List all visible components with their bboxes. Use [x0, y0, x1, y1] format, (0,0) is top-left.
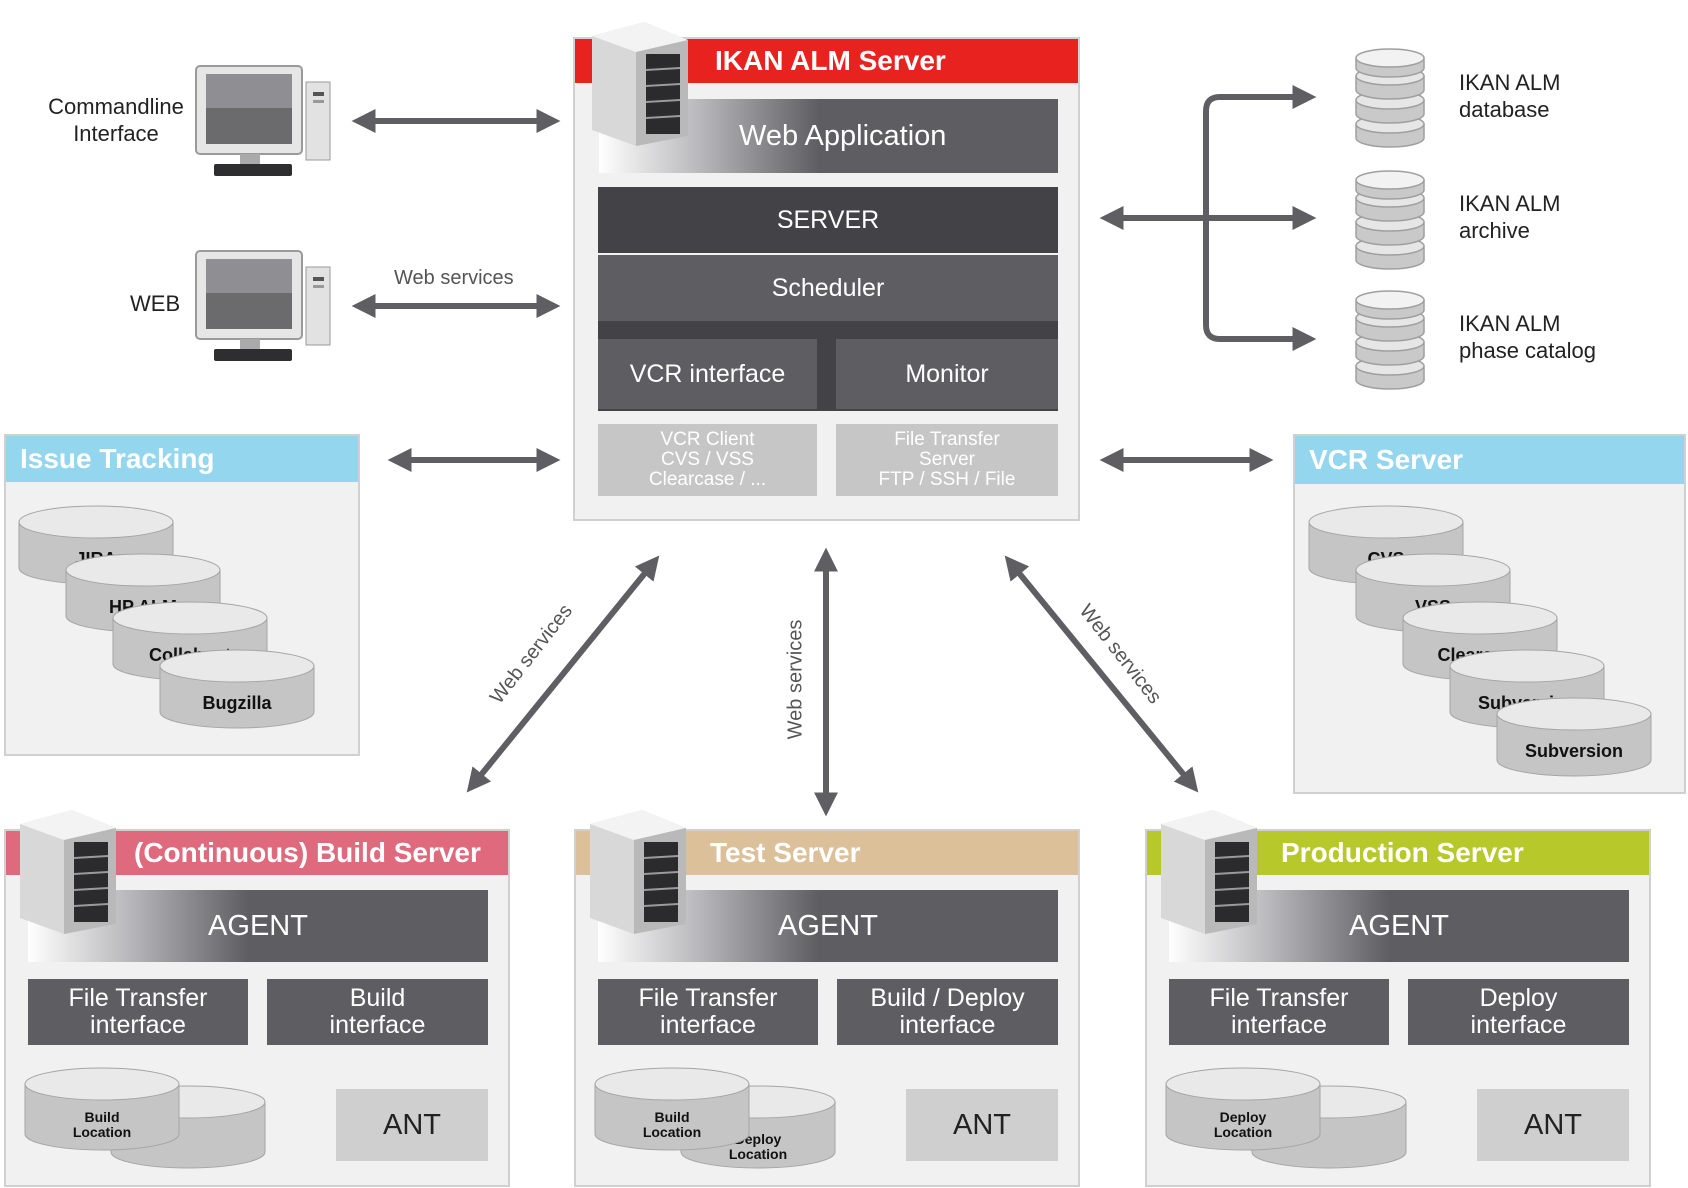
- vcr-interface-label: VCR interface: [629, 359, 786, 388]
- scheduler-label: Scheduler: [771, 273, 885, 302]
- web-services-label: Web services: [784, 619, 807, 740]
- vcr-item: Subversion: [1496, 697, 1652, 777]
- build-ant-block: ANT: [336, 1089, 488, 1161]
- production-agent-label: AGENT: [1349, 909, 1449, 942]
- computer-icon: [195, 65, 331, 176]
- web-services-label: Web services: [394, 267, 514, 289]
- production-interface-block: Deploy interface: [1408, 979, 1629, 1045]
- build-server-location1-shape: [24, 1067, 180, 1151]
- build-interface-block: Build interface: [267, 979, 488, 1045]
- issue-item: Bugzilla: [159, 649, 315, 729]
- database-icon: [1355, 290, 1425, 390]
- arrow-build: [466, 555, 660, 793]
- test-server-title: Test Server: [710, 837, 861, 868]
- issue-item-shape: [159, 649, 315, 729]
- vcr-client-block: VCR Client CVS / VSS Clearcase / ...: [598, 424, 817, 496]
- web-label: WEB: [130, 291, 181, 316]
- test-server-location1: Build Location: [594, 1067, 750, 1151]
- vcr-server-title: VCR Server: [1309, 444, 1464, 475]
- monitor-block: Monitor: [836, 339, 1058, 409]
- production-server-title: Production Server: [1281, 837, 1524, 868]
- production-server-location1-label: Deploy Location: [1213, 1109, 1273, 1140]
- server-tower-icon: [592, 22, 688, 146]
- phase-catalog-label: IKAN ALM phase catalog: [1459, 311, 1596, 363]
- production-ant-block: ANT: [1477, 1089, 1629, 1161]
- server-label: SERVER: [776, 205, 880, 234]
- build-server-title: (Continuous) Build Server: [134, 837, 481, 868]
- vcr-item-shape: [1496, 697, 1652, 777]
- server-tower-icon: [590, 810, 686, 934]
- archive-label: IKAN ALM archive: [1459, 191, 1561, 243]
- monitor-label: Monitor: [905, 359, 989, 388]
- server-tower-icon: [1161, 810, 1257, 934]
- issue-item-label: Bugzilla: [202, 693, 272, 713]
- database-icon: [1355, 170, 1425, 270]
- file-transfer-server-block: File Transfer Server FTP / SSH / File: [836, 424, 1058, 496]
- database-icon: [1355, 48, 1425, 148]
- server-tower-icon: [20, 810, 116, 934]
- issue-tracking-title: Issue Tracking: [20, 443, 215, 474]
- build-server-location1-label: Build Location: [72, 1109, 132, 1140]
- vcr-interface-block: VCR interface: [598, 339, 817, 409]
- web-application-label: Web Application: [739, 119, 947, 152]
- computer-icon: [195, 250, 331, 361]
- server-block: SERVER: [598, 187, 1058, 253]
- production-server-location1-shape: [1165, 1067, 1321, 1151]
- production-file-transfer-block: File Transfer interface: [1169, 979, 1389, 1045]
- scheduler-block: Scheduler: [598, 255, 1058, 321]
- production-server-location1: Deploy Location: [1165, 1067, 1321, 1151]
- test-agent-label: AGENT: [778, 909, 878, 942]
- commandline-label: Commandline Interface: [48, 94, 184, 146]
- arrow-production: [1004, 555, 1199, 793]
- vcr-item-label: Subversion: [1524, 741, 1624, 761]
- test-file-transfer-block: File Transfer interface: [598, 979, 818, 1045]
- build-server-location1: Build Location: [24, 1067, 180, 1151]
- vcr-server-header: VCR Server: [1295, 436, 1684, 484]
- issue-tracking-header: Issue Tracking: [6, 436, 358, 482]
- test-server-location1-label: Build Location: [642, 1109, 702, 1140]
- test-ant-block: ANT: [906, 1089, 1058, 1161]
- build-file-transfer-block: File Transfer interface: [28, 979, 248, 1045]
- alm-server-title: IKAN ALM Server: [715, 45, 946, 76]
- build-agent-label: AGENT: [208, 909, 308, 942]
- test-interface-block: Build / Deploy interface: [837, 979, 1058, 1045]
- database-label: IKAN ALM database: [1459, 70, 1561, 122]
- test-server-location1-shape: [594, 1067, 750, 1151]
